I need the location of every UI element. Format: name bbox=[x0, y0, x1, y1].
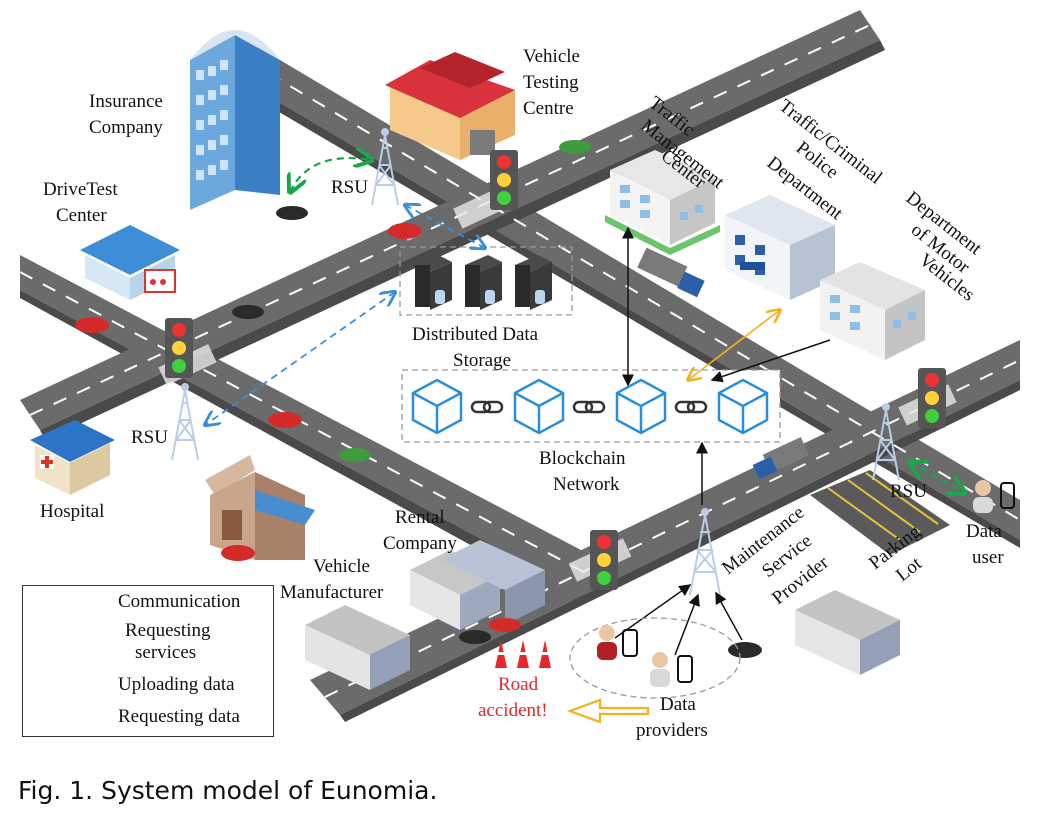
insurance-label: Company bbox=[89, 117, 163, 138]
manufacturer-label: Manufacturer bbox=[280, 582, 384, 603]
phone-icon bbox=[677, 655, 693, 683]
accident-label: Road bbox=[498, 674, 539, 695]
legend-item-requesting-data: Requesting data bbox=[23, 703, 273, 733]
car-icon bbox=[221, 545, 255, 561]
car-icon bbox=[276, 206, 308, 220]
car-icon bbox=[489, 618, 521, 632]
insurance-company-building bbox=[190, 30, 280, 210]
rsu-tower-icon bbox=[371, 128, 399, 206]
shop-building bbox=[205, 455, 315, 560]
rental-label: Rental bbox=[395, 507, 445, 528]
legend-label: Requesting data bbox=[118, 706, 240, 727]
rsu-tower-icon bbox=[171, 383, 199, 461]
car-icon bbox=[339, 448, 371, 462]
drivetest-center-building bbox=[80, 225, 180, 300]
server-icon bbox=[415, 255, 452, 310]
rsu-tower-icon bbox=[872, 403, 900, 481]
legend-item-requesting-services: Requesting services bbox=[23, 617, 273, 667]
car-icon bbox=[268, 412, 302, 428]
traffic-light-icon bbox=[918, 368, 946, 428]
drivetest-label: DriveTest bbox=[43, 179, 118, 200]
block-cube-icon bbox=[615, 378, 667, 435]
legend-item-communication: Communication bbox=[23, 588, 273, 618]
rsu-label: RSU bbox=[131, 427, 168, 448]
legend-item-uploading: Uploading data bbox=[23, 671, 273, 701]
traffic-light-icon bbox=[490, 150, 518, 210]
data-providers-label: Data bbox=[660, 694, 696, 715]
traffic-management-center-building bbox=[605, 150, 720, 255]
blockchain-label: Blockchain bbox=[539, 448, 626, 469]
distributed-storage-box bbox=[399, 246, 573, 316]
server-icon bbox=[515, 255, 552, 310]
car-icon bbox=[559, 140, 591, 154]
phone-icon bbox=[622, 629, 638, 657]
server-icon bbox=[465, 255, 502, 310]
block-cube-icon bbox=[513, 378, 565, 435]
data-providers-label: providers bbox=[636, 720, 708, 741]
rental-label: Company bbox=[383, 533, 457, 554]
block-cube-icon bbox=[411, 378, 463, 435]
drivetest-label: Center bbox=[56, 205, 107, 226]
rsu-label: RSU bbox=[331, 177, 368, 198]
truck-icon bbox=[637, 247, 705, 298]
chain-link-icon bbox=[470, 400, 504, 414]
data-user-label: Data bbox=[966, 521, 1002, 542]
traffic-light-icon bbox=[590, 530, 618, 590]
car-icon bbox=[75, 317, 109, 333]
data-providers-group bbox=[569, 617, 741, 699]
vtc-label: Vehicle bbox=[523, 46, 580, 67]
person-icon bbox=[597, 625, 617, 660]
parking-lot-area bbox=[810, 470, 950, 555]
chain-link-icon bbox=[572, 400, 606, 414]
car-icon bbox=[232, 305, 264, 319]
rsu-label: RSU bbox=[890, 481, 927, 502]
legend-label: Requesting bbox=[125, 620, 211, 641]
figure-caption: Fig. 1. System model of Eunomia. bbox=[18, 776, 438, 805]
storage-label: Storage bbox=[453, 350, 511, 371]
vehicle-manufacturer-building bbox=[305, 605, 410, 690]
insurance-label: Insurance bbox=[89, 91, 163, 112]
rental-company-building bbox=[410, 540, 545, 630]
connection-arrows bbox=[205, 158, 965, 724]
storage-label: Distributed Data bbox=[412, 324, 539, 345]
car-icon bbox=[459, 630, 491, 644]
data-user-label: user bbox=[972, 547, 1004, 568]
car-icon bbox=[388, 223, 422, 239]
person-icon bbox=[973, 480, 993, 513]
manufacturer-label: Vehicle bbox=[313, 556, 370, 577]
legend-label: services bbox=[135, 642, 197, 663]
accident-arrow-icon bbox=[566, 698, 650, 724]
blockchain-label: Network bbox=[553, 474, 620, 495]
vtc-label: Centre bbox=[523, 98, 574, 119]
vehicle-testing-centre-building bbox=[385, 52, 515, 160]
hospital-building bbox=[30, 420, 115, 495]
truck-icon bbox=[752, 437, 810, 480]
car-icon bbox=[728, 642, 762, 658]
traffic-light-icon bbox=[165, 318, 193, 378]
phone-icon bbox=[1000, 482, 1015, 509]
maintenance-provider-building bbox=[795, 590, 900, 675]
person-icon bbox=[650, 652, 670, 687]
legend-label: Communication bbox=[118, 591, 241, 612]
blockchain-network-box bbox=[401, 369, 781, 443]
vtc-label: Testing bbox=[523, 72, 579, 93]
dmv-building bbox=[820, 262, 925, 360]
legend-label: Uploading data bbox=[118, 674, 235, 695]
hospital-label: Hospital bbox=[40, 501, 104, 522]
rsu-tower-icon bbox=[689, 508, 721, 596]
legend: Communication Requesting services Upload… bbox=[22, 585, 274, 737]
accident-label: accident! bbox=[478, 700, 548, 721]
chain-link-icon bbox=[674, 400, 708, 414]
system-model-diagram: Insurance Company Vehicle Testing Centre… bbox=[19, 10, 1021, 741]
